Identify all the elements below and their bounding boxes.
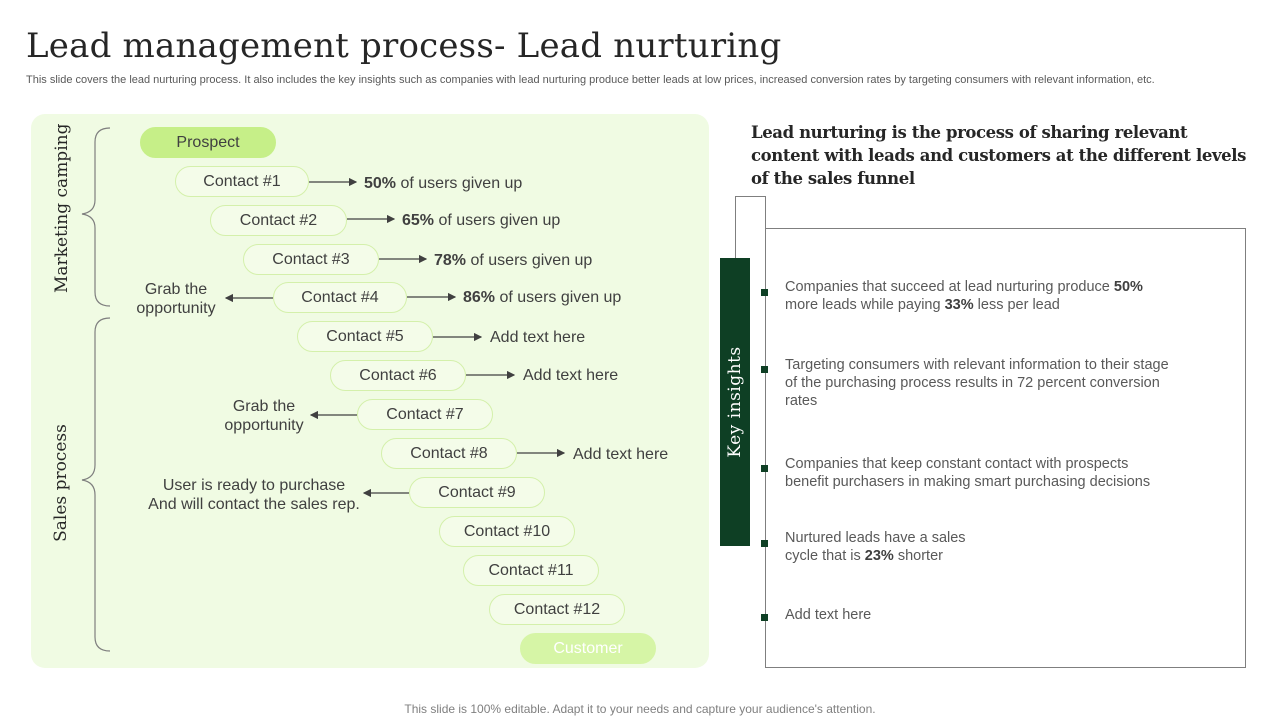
contact-7-pill: Contact #7 — [357, 399, 493, 430]
add-text-8: Add text here — [573, 446, 669, 463]
contact-10-pill: Contact #10 — [439, 516, 575, 547]
insight-4: Nurtured leads have a sales cycle that i… — [785, 530, 966, 564]
contact-4-pill: Contact #4 — [273, 282, 407, 313]
insight-1: Companies that succeed at lead nurturing… — [785, 279, 1143, 313]
insights-box-tab — [735, 196, 766, 259]
marketing-camping-label: Marketing camping — [52, 123, 72, 293]
contact-11-pill: Contact #11 — [463, 555, 599, 586]
bullet-4 — [761, 540, 768, 547]
outcome-2: 65% of users given up — [402, 212, 561, 229]
contact-5-pill: Contact #5 — [297, 321, 433, 352]
contact-6-pill: Contact #6 — [330, 360, 466, 391]
bullet-2 — [761, 366, 768, 373]
bullet-1 — [761, 289, 768, 296]
process-panel — [31, 114, 709, 668]
page-title: Lead management process- Lead nurturing — [26, 26, 782, 66]
key-insights-bar — [720, 258, 750, 546]
page-subtitle: This slide covers the lead nurturing pro… — [26, 74, 1155, 86]
definition-heading: Lead nurturing is the process of sharing… — [751, 123, 1246, 188]
contact-1-pill: Contact #1 — [175, 166, 309, 197]
contact-2-pill: Contact #2 — [210, 205, 347, 236]
sales-process-label: Sales process — [51, 424, 71, 542]
insight-3: Companies that keep constant contact wit… — [785, 456, 1151, 490]
prospect-pill: Prospect — [140, 127, 276, 158]
insights-box — [765, 228, 1246, 668]
insight-2: Targeting consumers with relevant inform… — [785, 357, 1169, 409]
key-insights-label: Key insights — [725, 346, 745, 458]
outcome-4: 86% of users given up — [463, 289, 622, 306]
outcome-1: 50% of users given up — [364, 175, 523, 192]
insight-5: Add text here — [785, 607, 872, 623]
contact-12-pill: Contact #12 — [489, 594, 625, 625]
add-text-6: Add text here — [523, 367, 619, 384]
outcome-3: 78% of users given up — [434, 252, 593, 269]
customer-pill: Customer — [520, 633, 656, 664]
bullet-5 — [761, 614, 768, 621]
footer-note: This slide is 100% editable. Adapt it to… — [404, 702, 876, 716]
contact-3-pill: Contact #3 — [243, 244, 379, 275]
bullet-3 — [761, 465, 768, 472]
contact-9-pill: Contact #9 — [409, 477, 545, 508]
contact-8-pill: Contact #8 — [381, 438, 517, 469]
add-text-5: Add text here — [490, 329, 586, 346]
